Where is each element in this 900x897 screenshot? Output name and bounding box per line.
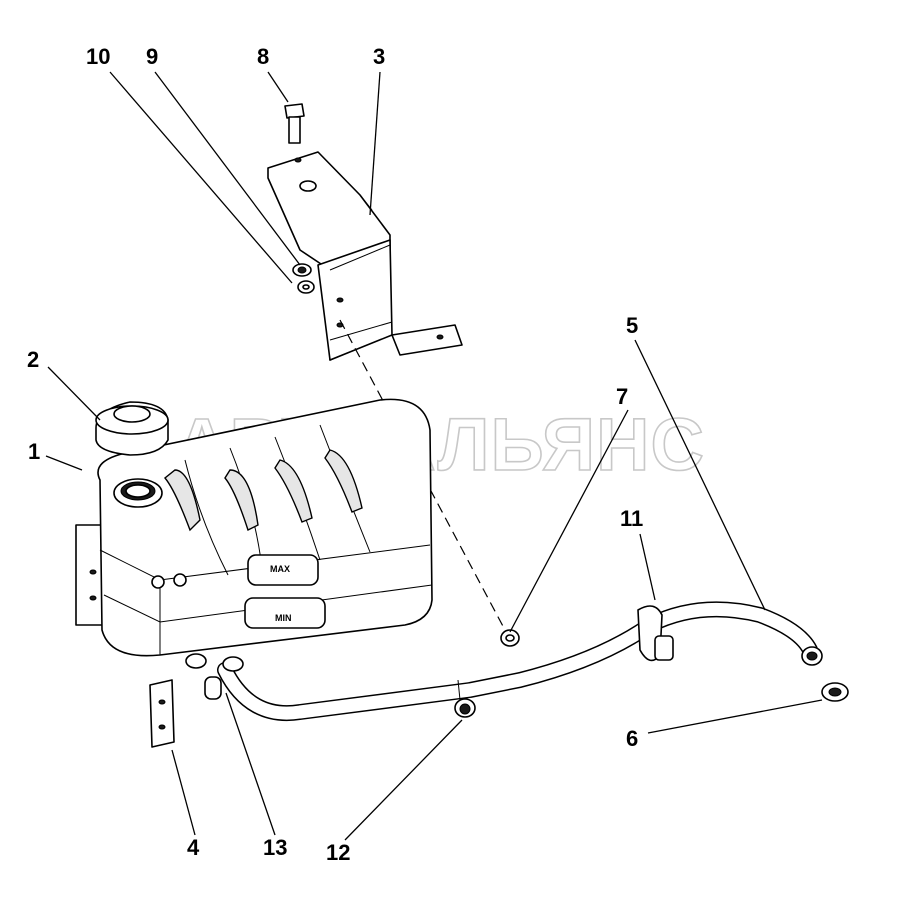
- hose-clip: [454, 679, 476, 718]
- leader-lines: [45, 71, 823, 841]
- callout-10: 10: [86, 44, 110, 69]
- callout-2: 2: [27, 347, 39, 372]
- callout-4: 4: [187, 835, 200, 860]
- callout-12: 12: [326, 840, 350, 865]
- hose-clamp: [821, 682, 849, 702]
- callout-11: 11: [620, 506, 643, 531]
- assembly-line: [339, 319, 506, 631]
- min-mark: MIN: [275, 613, 292, 623]
- small-clamps: [185, 653, 244, 700]
- callout-labels: 10 9 8 3 2 1 7 5 11 6 12 13 4: [27, 44, 643, 865]
- filler-cap: [95, 401, 169, 456]
- expansion-tank: MAX MIN: [75, 398, 433, 657]
- mounting-bracket: [267, 151, 463, 361]
- lower-bracket: [149, 679, 175, 748]
- max-mark: MAX: [270, 564, 290, 574]
- callout-8: 8: [257, 44, 269, 69]
- callout-13: 13: [263, 835, 287, 860]
- hose-clamp-bracket: [637, 605, 674, 662]
- washer-nut: [292, 263, 315, 294]
- callout-6: 6: [626, 726, 638, 751]
- bolt: [284, 103, 305, 144]
- coolant-hose: [217, 601, 823, 722]
- callout-7: 7: [616, 384, 628, 409]
- callout-5: 5: [626, 313, 638, 338]
- callout-1: 1: [28, 439, 40, 464]
- callout-3: 3: [373, 44, 385, 69]
- callout-9: 9: [146, 44, 158, 69]
- screw: [500, 629, 520, 647]
